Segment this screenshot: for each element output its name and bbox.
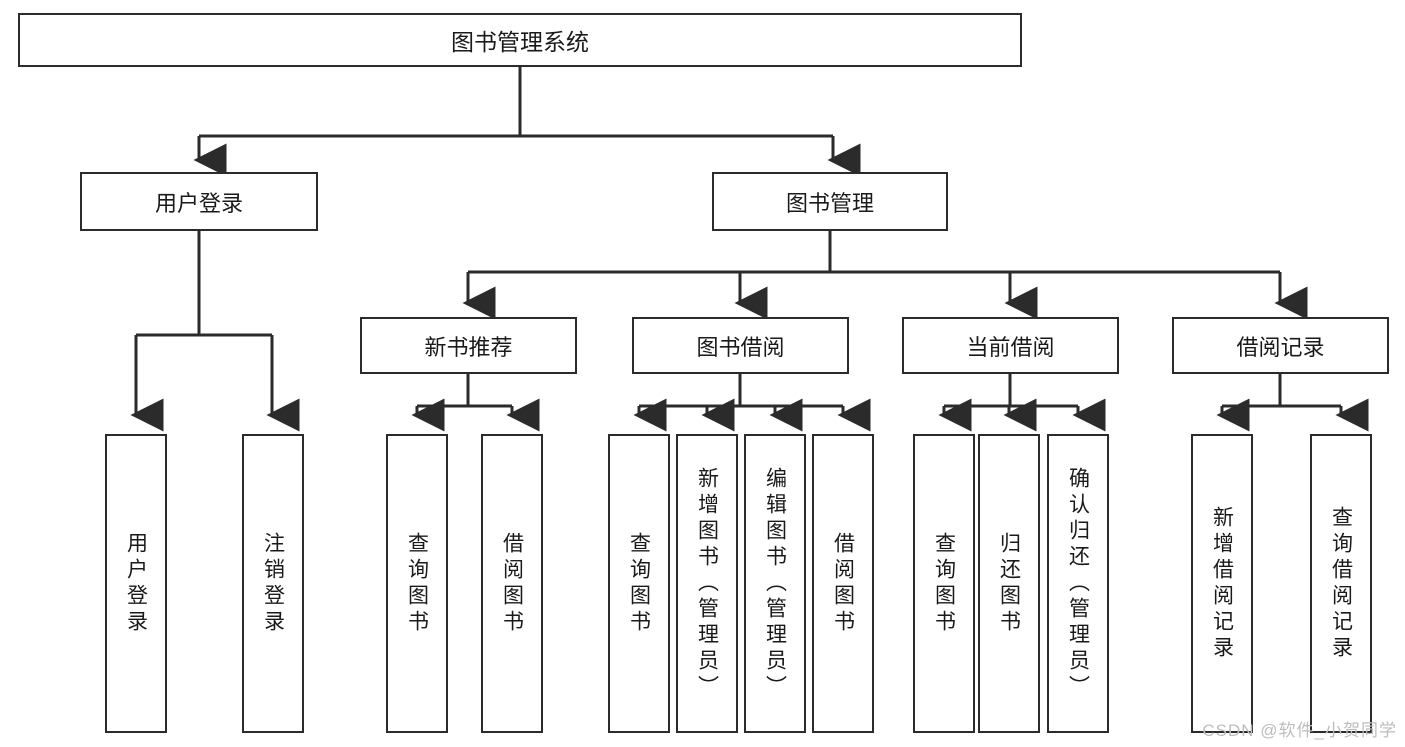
leaf-book-borrow-borrow[interactable]: 借阅图书: [812, 434, 874, 733]
leaf-label: 查询图书: [627, 531, 651, 636]
leaf-book-borrow-edit[interactable]: 编辑图书（管理员）: [744, 434, 806, 733]
node-current-borrow-label: 当前借阅: [966, 334, 1055, 360]
node-new-book-recommend[interactable]: 新书推荐: [360, 317, 577, 374]
leaf-borrow-record-add[interactable]: 新增借阅记录: [1191, 434, 1253, 733]
leaf-book-borrow-add[interactable]: 新增图书（管理员）: [676, 434, 738, 733]
leaf-label: 查询图书: [405, 531, 429, 636]
leaf-borrow-record-query[interactable]: 查询借阅记录: [1310, 434, 1372, 733]
node-user-login[interactable]: 用户登录: [80, 172, 318, 231]
node-book-borrow-label: 图书借阅: [696, 334, 785, 360]
leaf-current-borrow-return[interactable]: 归还图书: [978, 434, 1040, 733]
node-root-label: 图书管理系统: [451, 29, 589, 55]
leaf-label: 借阅图书: [500, 531, 524, 636]
node-book-management[interactable]: 图书管理: [712, 172, 948, 231]
node-current-borrow[interactable]: 当前借阅: [902, 317, 1119, 374]
leaf-label: 编辑图书（管理员）: [763, 466, 787, 701]
node-book-management-label: 图书管理: [785, 190, 874, 216]
leaf-user-login-logout[interactable]: 注销登录: [242, 434, 304, 733]
leaf-label: 查询图书: [932, 531, 956, 636]
leaf-label: 用户登录: [124, 531, 148, 636]
leaf-label: 借阅图书: [831, 531, 855, 636]
node-new-book-recommend-label: 新书推荐: [424, 334, 513, 360]
leaf-label: 查询借阅记录: [1329, 505, 1353, 662]
node-borrow-record[interactable]: 借阅记录: [1172, 317, 1389, 374]
leaf-user-login-login[interactable]: 用户登录: [105, 434, 167, 733]
leaf-label: 确认归还（管理员）: [1066, 466, 1090, 701]
leaf-label: 新增借阅记录: [1210, 505, 1234, 662]
leaf-current-borrow-query[interactable]: 查询图书: [913, 434, 975, 733]
leaf-label: 归还图书: [997, 531, 1021, 636]
leaf-book-borrow-query[interactable]: 查询图书: [608, 434, 670, 733]
leaf-new-book-borrow[interactable]: 借阅图书: [481, 434, 543, 733]
leaf-label: 注销登录: [261, 531, 285, 636]
node-book-borrow[interactable]: 图书借阅: [632, 317, 849, 374]
node-root[interactable]: 图书管理系统: [18, 13, 1022, 67]
watermark: CSDN @软件_小贺同学: [1202, 721, 1397, 740]
leaf-current-borrow-confirm[interactable]: 确认归还（管理员）: [1047, 434, 1109, 733]
node-user-login-label: 用户登录: [154, 190, 243, 216]
leaf-new-book-query[interactable]: 查询图书: [386, 434, 448, 733]
leaf-label: 新增图书（管理员）: [695, 466, 719, 701]
node-borrow-record-label: 借阅记录: [1236, 334, 1325, 360]
